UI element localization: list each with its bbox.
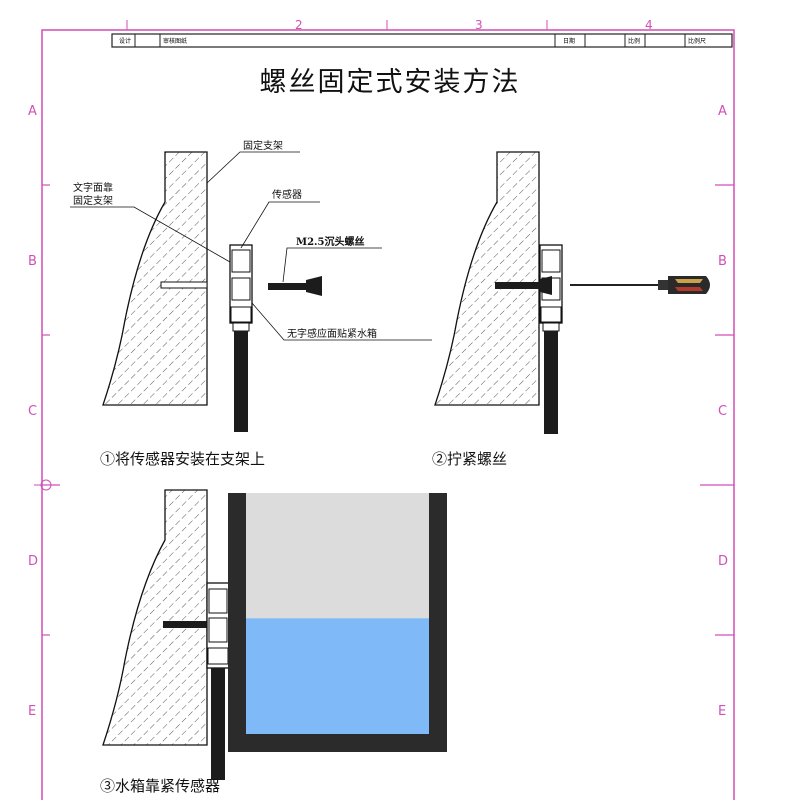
drawing-frame (34, 20, 735, 800)
countersunk-screw-1 (268, 276, 322, 296)
row-mark-d-left: D (28, 554, 38, 569)
frame-row-marks-right: A B C D E (718, 104, 728, 719)
title-block-cell-scale-ruler: 比例尺 (688, 37, 706, 45)
label-sensor: 传感器 (272, 188, 302, 201)
fixed-bracket-1 (102, 151, 208, 406)
sensor-2 (539, 244, 563, 434)
row-mark-e-left: E (28, 704, 36, 719)
caption-step-3: ③水箱靠紧传感器 (100, 777, 220, 795)
title-block: 设计 审核图纸 日期 比例 比例尺 (111, 33, 733, 48)
caption-step-2: ②拧紧螺丝 (432, 450, 507, 468)
row-mark-d-right: D (718, 554, 728, 569)
title-block-cell-date: 日期 (563, 37, 575, 45)
fixed-bracket-3 (102, 489, 208, 746)
tank-water (246, 618, 429, 734)
row-mark-c-right: C (718, 404, 727, 419)
bracket-hole-1 (160, 281, 208, 289)
label-screw: M2.5沉头螺丝 (296, 235, 364, 248)
col-mark-3: 3 (475, 18, 483, 32)
label-text-face-line2: 固定支架 (73, 194, 113, 207)
sensor-1 (229, 244, 253, 432)
col-mark-4: 4 (645, 18, 653, 32)
figure-3-tank-against-sensor: ③水箱靠紧传感器 (100, 489, 447, 795)
label-fixed-bracket: 固定支架 (243, 139, 283, 152)
row-mark-b-right: B (718, 254, 727, 269)
title-block-cell-review: 审核图纸 (163, 37, 187, 45)
water-tank (228, 493, 447, 752)
caption-step-1: ①将传感器安装在支架上 (100, 450, 265, 468)
row-mark-c-left: C (28, 404, 37, 419)
countersunk-screw-3 (163, 621, 223, 628)
title-block-cell-scale: 比例 (628, 37, 640, 45)
frame-row-marks-left: A B C D E (28, 104, 38, 719)
label-sensing-face: 无字感应面贴紧水箱 (287, 327, 377, 340)
col-mark-2: 2 (295, 18, 303, 32)
figure-1-mount-sensor: 固定支架 文字面靠 固定支架 传感器 M2.5沉头螺丝 无字感应面贴紧水箱 ①将… (70, 139, 432, 468)
row-mark-b-left: B (28, 254, 37, 269)
frame-column-marks: 2 3 4 (295, 18, 653, 32)
row-mark-a-right: A (718, 104, 727, 119)
screwdriver-icon (570, 276, 710, 294)
sensor-3 (206, 582, 230, 780)
fixed-bracket-2 (434, 151, 540, 406)
row-mark-e-right: E (718, 704, 726, 719)
label-text-face-line1: 文字面靠 (73, 181, 113, 194)
figure-2-tighten-screw: ②拧紧螺丝 (432, 151, 710, 468)
countersunk-screw-2 (495, 276, 552, 295)
page-title: 螺丝固定式安装方法 (260, 67, 521, 98)
row-mark-a-left: A (28, 104, 37, 119)
title-block-cell-designer: 设计 (119, 37, 131, 45)
